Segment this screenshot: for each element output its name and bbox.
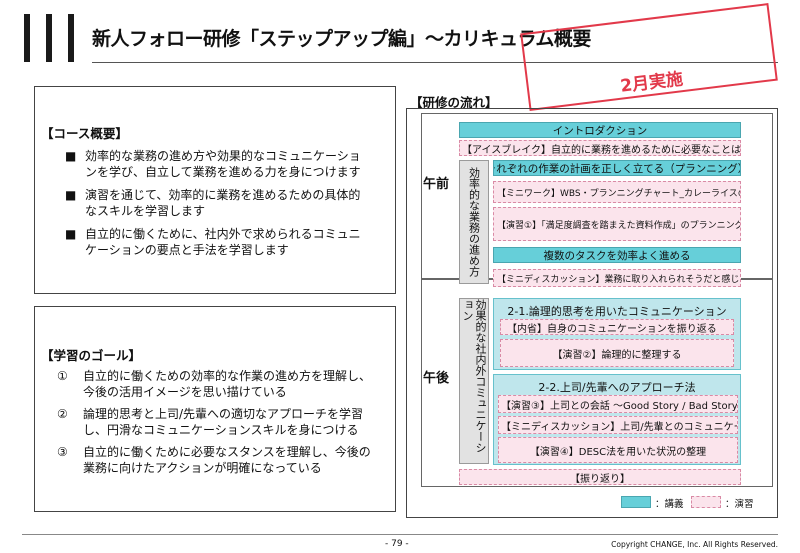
title-bar-1 [24, 14, 30, 62]
group-boss-approach: 2-2.上司/先輩へのアプローチ法 【演習③】上司との会話 ～Good Stor… [493, 374, 741, 465]
exercise-2: 【演習②】論理的に整理する [500, 339, 734, 367]
reflection-exercise: 【内省】自身のコミュニケーションを振り返る [500, 319, 734, 335]
overview-item: ■自立的に働くために、社内外で求められるコミュニケーションの要点と手法を学習しま… [65, 227, 361, 257]
overview-heading: 【コース概要】 [41, 126, 128, 141]
overview-item: ■効率的な業務の進め方や効果的なコミュニケーションを学び、自立して業務を進める力… [65, 149, 361, 179]
exercise-3: 【演習③】上司との会話 ～Good Story / Bad Story [498, 395, 738, 413]
mini-discussion-1: 【ミニディスカッション】業務に取り入れられそうだと感じたこと [493, 269, 741, 287]
legend-exercise-swatch [691, 496, 721, 508]
legend-exercise-label: ：演習 [725, 499, 754, 510]
page-number: - 79 - [385, 539, 409, 549]
flow-box: 午前 午後 イントロダクション 【アイスブレイク】自立的に業務を進めるために必要… [406, 108, 778, 518]
morning-label: 午前 [422, 177, 449, 192]
title-bar-2 [46, 14, 52, 62]
exercise-1: 【演習①】「満足度調査を踏まえた資料作成」のプランニング [493, 207, 741, 241]
afternoon-label: 午後 [422, 371, 449, 386]
goals-heading: 【学習のゴール】 [41, 348, 142, 363]
group-2-title: 2-2.上司/先輩へのアプローチ法 [538, 381, 696, 394]
group-logical-thinking: 2-1.論理的思考を用いたコミュニケーション 【内省】自身のコミュニケーションを… [493, 298, 741, 370]
mini-discussion-2: 【ミニディスカッション】上司/先輩とのコミュニケーション [498, 416, 738, 434]
legend-lecture-swatch [621, 496, 651, 508]
title-bar-3 [68, 14, 74, 62]
page-title: 新人フォロー研修「ステップアップ編」～カリキュラム概要 [92, 28, 591, 50]
mini-work-exercise: 【ミニワーク】WBS・プランニングチャート_カレーライスの場合 [493, 181, 741, 203]
overview-list: ■効率的な業務の進め方や効果的なコミュニケーションを学び、自立して業務を進める力… [57, 149, 367, 266]
stamp-frame [520, 3, 778, 111]
footer-divider [22, 534, 778, 535]
overview-item: ■演習を通じて、効率的に業務を進めるための具体的なスキルを学習します [65, 188, 361, 218]
exercise-4: 【演習④】DESC法を用いた状況の整理 [498, 437, 738, 463]
review-exercise: 【振り返り】 [459, 469, 741, 485]
afternoon-theme: 効果的な社内外コミュニケーション [459, 298, 489, 464]
title-divider [92, 62, 778, 63]
planning-lecture: それぞれの作業の計画を正しく立てる（プランニング） [493, 160, 741, 176]
group-1-title: 2-1.論理的思考を用いたコミュニケーション [507, 305, 727, 318]
copyright: Copyright CHANGE, Inc. All Rights Reserv… [611, 540, 778, 549]
multi-task-lecture: 複数のタスクを効率よく進める [493, 247, 741, 263]
intro-lecture: イントロダクション [459, 122, 741, 138]
overview-box: 【コース概要】 ■効率的な業務の進め方や効果的なコミュニケーションを学び、自立し… [34, 86, 396, 294]
morning-theme: 効率的な業務の進め方 [459, 160, 489, 284]
legend-lecture-label: ：講義 [655, 499, 684, 510]
flow-heading: 【研修の流れ】 [410, 95, 498, 110]
icebreak-exercise: 【アイスブレイク】自立的に業務を進めるために必要なことは？ [459, 140, 741, 156]
